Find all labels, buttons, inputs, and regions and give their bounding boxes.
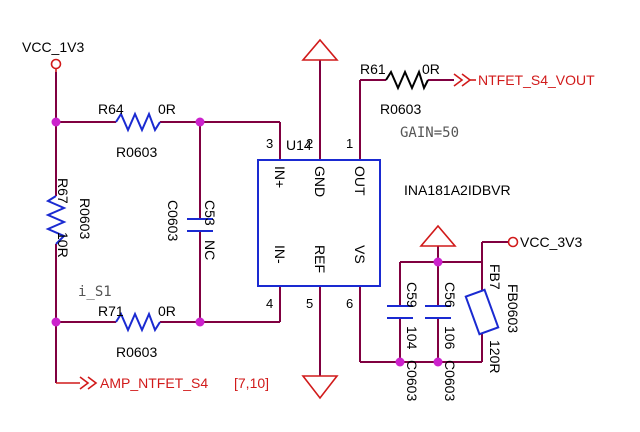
r61-value: 0R — [422, 61, 440, 77]
c53-ref: C53 — [202, 200, 218, 226]
resistor-r61[interactable]: R61 0R R0603 — [360, 61, 440, 117]
vcc-3v3-label: VCC_3V3 — [520, 234, 582, 250]
pin-label-in-plus: IN+ — [272, 166, 288, 188]
c59-ref: C59 — [404, 282, 420, 308]
c59-package: C0603 — [404, 360, 420, 401]
c53-package: C0603 — [165, 200, 181, 241]
c56-package: C0603 — [442, 360, 458, 401]
ic-u14[interactable]: U14 INA181A2IDBVR 3 2 1 4 5 6 IN+ GND OU… — [257, 136, 511, 311]
junction — [51, 317, 61, 327]
junction — [195, 317, 205, 327]
r71-package: R0603 — [116, 344, 157, 360]
amp-ntfet-s4-sheet-ref: [7,10] — [234, 375, 269, 391]
junction — [395, 357, 405, 367]
resistor-r71[interactable]: R71 0R R0603 — [98, 303, 176, 360]
c56-value: 106 — [442, 326, 458, 350]
u14-ref: U14 — [286, 137, 312, 153]
capacitor-c53[interactable]: C0603 C53 NC — [165, 200, 218, 260]
junction — [195, 117, 205, 127]
resistor-r64[interactable]: R64 0R R0603 — [98, 101, 176, 160]
resistor-r67[interactable]: R67 10R R0603 — [45, 178, 93, 258]
pin-label-in-minus: IN- — [272, 245, 288, 264]
r61-package: R0603 — [380, 101, 421, 117]
r67-package: R0603 — [77, 198, 93, 239]
ground-symbol-bottom — [301, 375, 339, 400]
gain-note: GAIN=50 — [400, 125, 459, 141]
pin-number-in-plus: 3 — [266, 136, 273, 151]
pin-number-ref: 5 — [306, 296, 313, 311]
amp-ntfet-s4-port[interactable]: AMP_NTFET_S4 [7,10] — [56, 375, 269, 391]
c56-ref: C56 — [442, 282, 458, 308]
i-s1-label: i_S1 — [78, 284, 112, 300]
pin-label-gnd: GND — [312, 166, 328, 197]
fb7-ref: FB7 — [487, 264, 503, 290]
pin-number-vs: 6 — [346, 296, 353, 311]
pin-number-gnd: 2 — [306, 136, 313, 151]
vcc-1v3-label: VCC_1V3 — [22, 39, 84, 55]
junction — [433, 257, 443, 267]
pin-number-out: 1 — [346, 136, 353, 151]
pin-number-in-minus: 4 — [266, 296, 273, 311]
u14-part: INA181A2IDBVR — [404, 182, 511, 198]
ferrite-bead-fb7[interactable]: FB7 FB0603 120R — [464, 264, 521, 373]
ground-symbol-caps — [419, 224, 457, 247]
r64-value: 0R — [158, 101, 176, 117]
r67-value: 10R — [55, 232, 71, 258]
pin-label-vs: VS — [352, 245, 368, 264]
fb7-value: 120R — [487, 340, 503, 373]
ground-symbol-top — [301, 38, 339, 61]
vcc-3v3-power-port[interactable]: VCC_3V3 — [507, 234, 583, 250]
junction — [51, 117, 61, 127]
ntfet-s4-vout-label: NTFET_S4_VOUT — [478, 72, 595, 88]
c53-value: NC — [202, 240, 218, 260]
r71-ref: R71 — [98, 303, 124, 319]
fb7-package: FB0603 — [505, 284, 521, 333]
capacitor-c56[interactable]: C56 106 C0603 — [425, 282, 458, 401]
c59-value: 104 — [404, 326, 420, 350]
ntfet-s4-vout-port[interactable]: NTFET_S4_VOUT — [453, 72, 595, 88]
capacitor-c59[interactable]: C59 104 C0603 — [387, 282, 420, 401]
r64-package: R0603 — [116, 144, 157, 160]
r71-value: 0R — [158, 303, 176, 319]
junction — [433, 357, 443, 367]
junctions — [51, 117, 443, 367]
r61-ref: R61 — [360, 61, 386, 77]
pin-label-out: OUT — [352, 166, 368, 196]
r67-ref: R67 — [55, 178, 71, 204]
r64-ref: R64 — [98, 101, 124, 117]
pin-label-ref: REF — [312, 245, 328, 273]
vcc-1v3-power-port[interactable]: VCC_1V3 — [22, 39, 84, 72]
amp-ntfet-s4-label: AMP_NTFET_S4 — [100, 375, 208, 391]
